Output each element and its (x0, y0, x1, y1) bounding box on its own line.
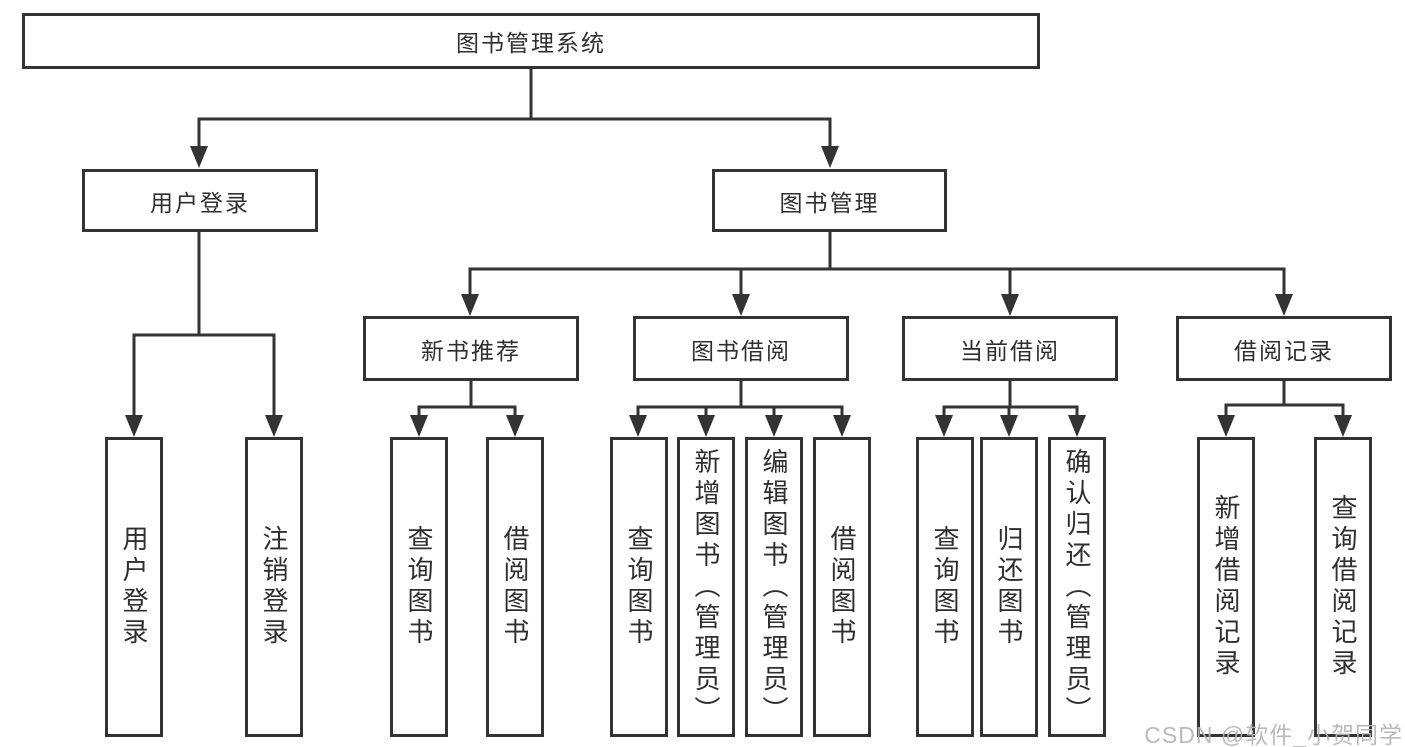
leaf-user-login: 用户登录 (105, 437, 163, 737)
connector-root-to-level2 (190, 69, 839, 168)
leaf-logout-login: 注销登录 (245, 437, 303, 737)
connector-user-login-children (125, 232, 283, 437)
leaf-bb-borrow-books: 借阅图书 (813, 437, 871, 737)
leaf-nb-borrow-books: 借阅图书 (486, 437, 544, 737)
node-new-book-recommend: 新书推荐 (363, 316, 579, 381)
connector-book-management-children (461, 232, 1293, 316)
connector-borrow-record-children (1217, 381, 1352, 437)
node-book-management: 图书管理 (712, 169, 947, 232)
leaf-br-query-borrow-record: 查询借阅记录 (1314, 437, 1372, 737)
node-book-borrow: 图书借阅 (633, 316, 849, 381)
node-user-login: 用户登录 (82, 169, 318, 232)
leaf-cb-confirm-return-admin: 确认归还（管理员） (1048, 437, 1106, 737)
leaf-br-add-borrow-record: 新增借阅记录 (1197, 437, 1255, 737)
connector-new-book-recommend-children (410, 381, 524, 437)
node-root: 图书管理系统 (22, 13, 1040, 69)
csdn-watermark: CSDN @软件_小贺同学 (1144, 722, 1403, 747)
connector-book-borrow-children (629, 381, 851, 437)
leaf-cb-return-books: 归还图书 (980, 437, 1038, 737)
leaf-bb-add-books-admin: 新增图书（管理员） (677, 437, 735, 737)
leaf-nb-query-books: 查询图书 (390, 437, 448, 737)
leaf-bb-query-books: 查询图书 (610, 437, 668, 737)
leaf-cb-query-books: 查询图书 (916, 437, 974, 737)
leaf-bb-edit-books-admin: 编辑图书（管理员） (745, 437, 803, 737)
connector-current-borrow-children (935, 381, 1086, 437)
node-borrow-record: 借阅记录 (1176, 316, 1392, 381)
node-current-borrow: 当前借阅 (902, 316, 1118, 381)
